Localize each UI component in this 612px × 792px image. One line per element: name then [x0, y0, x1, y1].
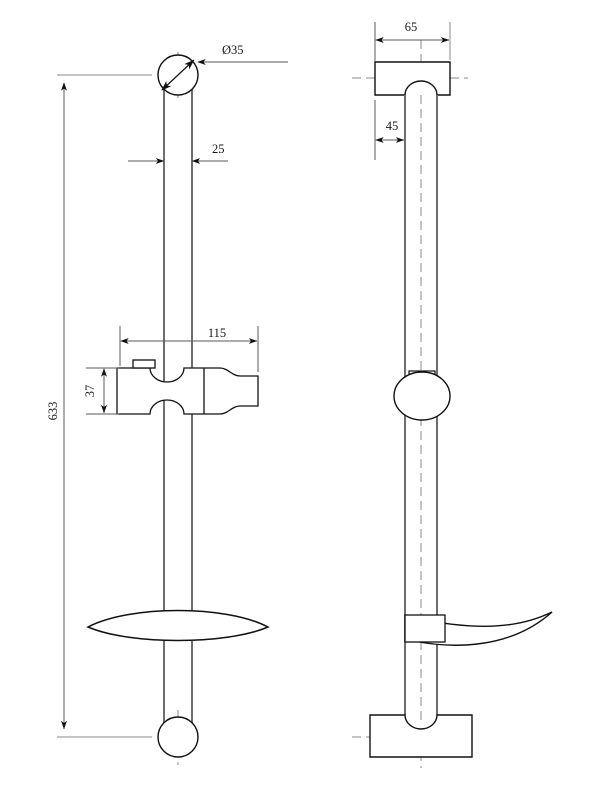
diameter-arrow: [161, 59, 195, 91]
dimension-label-37: 37: [83, 385, 97, 398]
dimension-width-25: 25: [128, 142, 228, 164]
dimension-offset-45: 45: [374, 100, 405, 160]
soap-dish-side: [404, 611, 553, 646]
dimension-plate-65: 65: [374, 20, 451, 62]
slider-holder-side: [393, 370, 451, 421]
dimension-label-25: 25: [212, 142, 225, 156]
lower-bracket-circle: [157, 716, 199, 758]
front-view: Ø35 25 633 115: [46, 43, 288, 765]
dimension-label-65: 65: [405, 20, 418, 34]
dimension-label-dia-35: Ø35: [222, 43, 244, 57]
side-view: 65 45: [352, 20, 553, 768]
soap-dish-side-bracket: [404, 614, 446, 643]
slider-holder-front: [116, 359, 259, 415]
dimension-label-633: 633: [46, 402, 60, 421]
upper-bracket-plate: [374, 61, 451, 96]
dimension-length-633: 633: [46, 82, 67, 730]
upper-bracket-side: [374, 61, 451, 96]
holder-outline: [116, 367, 259, 415]
lower-bracket-side: [369, 714, 473, 758]
lower-bracket-plate: [369, 714, 473, 758]
dimension-span-115: 115: [119, 326, 259, 372]
dimension-height-37: 37: [83, 367, 119, 415]
soap-dish-front: [86, 609, 270, 642]
upper-bracket-front: [157, 54, 199, 96]
holder-side-body: [393, 371, 451, 421]
dimension-label-45: 45: [386, 119, 399, 133]
soap-dish-outline: [86, 609, 270, 642]
lower-bracket-front: [157, 716, 199, 758]
dimension-label-115: 115: [208, 326, 226, 340]
holder-top-tab: [132, 359, 156, 369]
dimension-dia-35: Ø35: [197, 43, 288, 65]
